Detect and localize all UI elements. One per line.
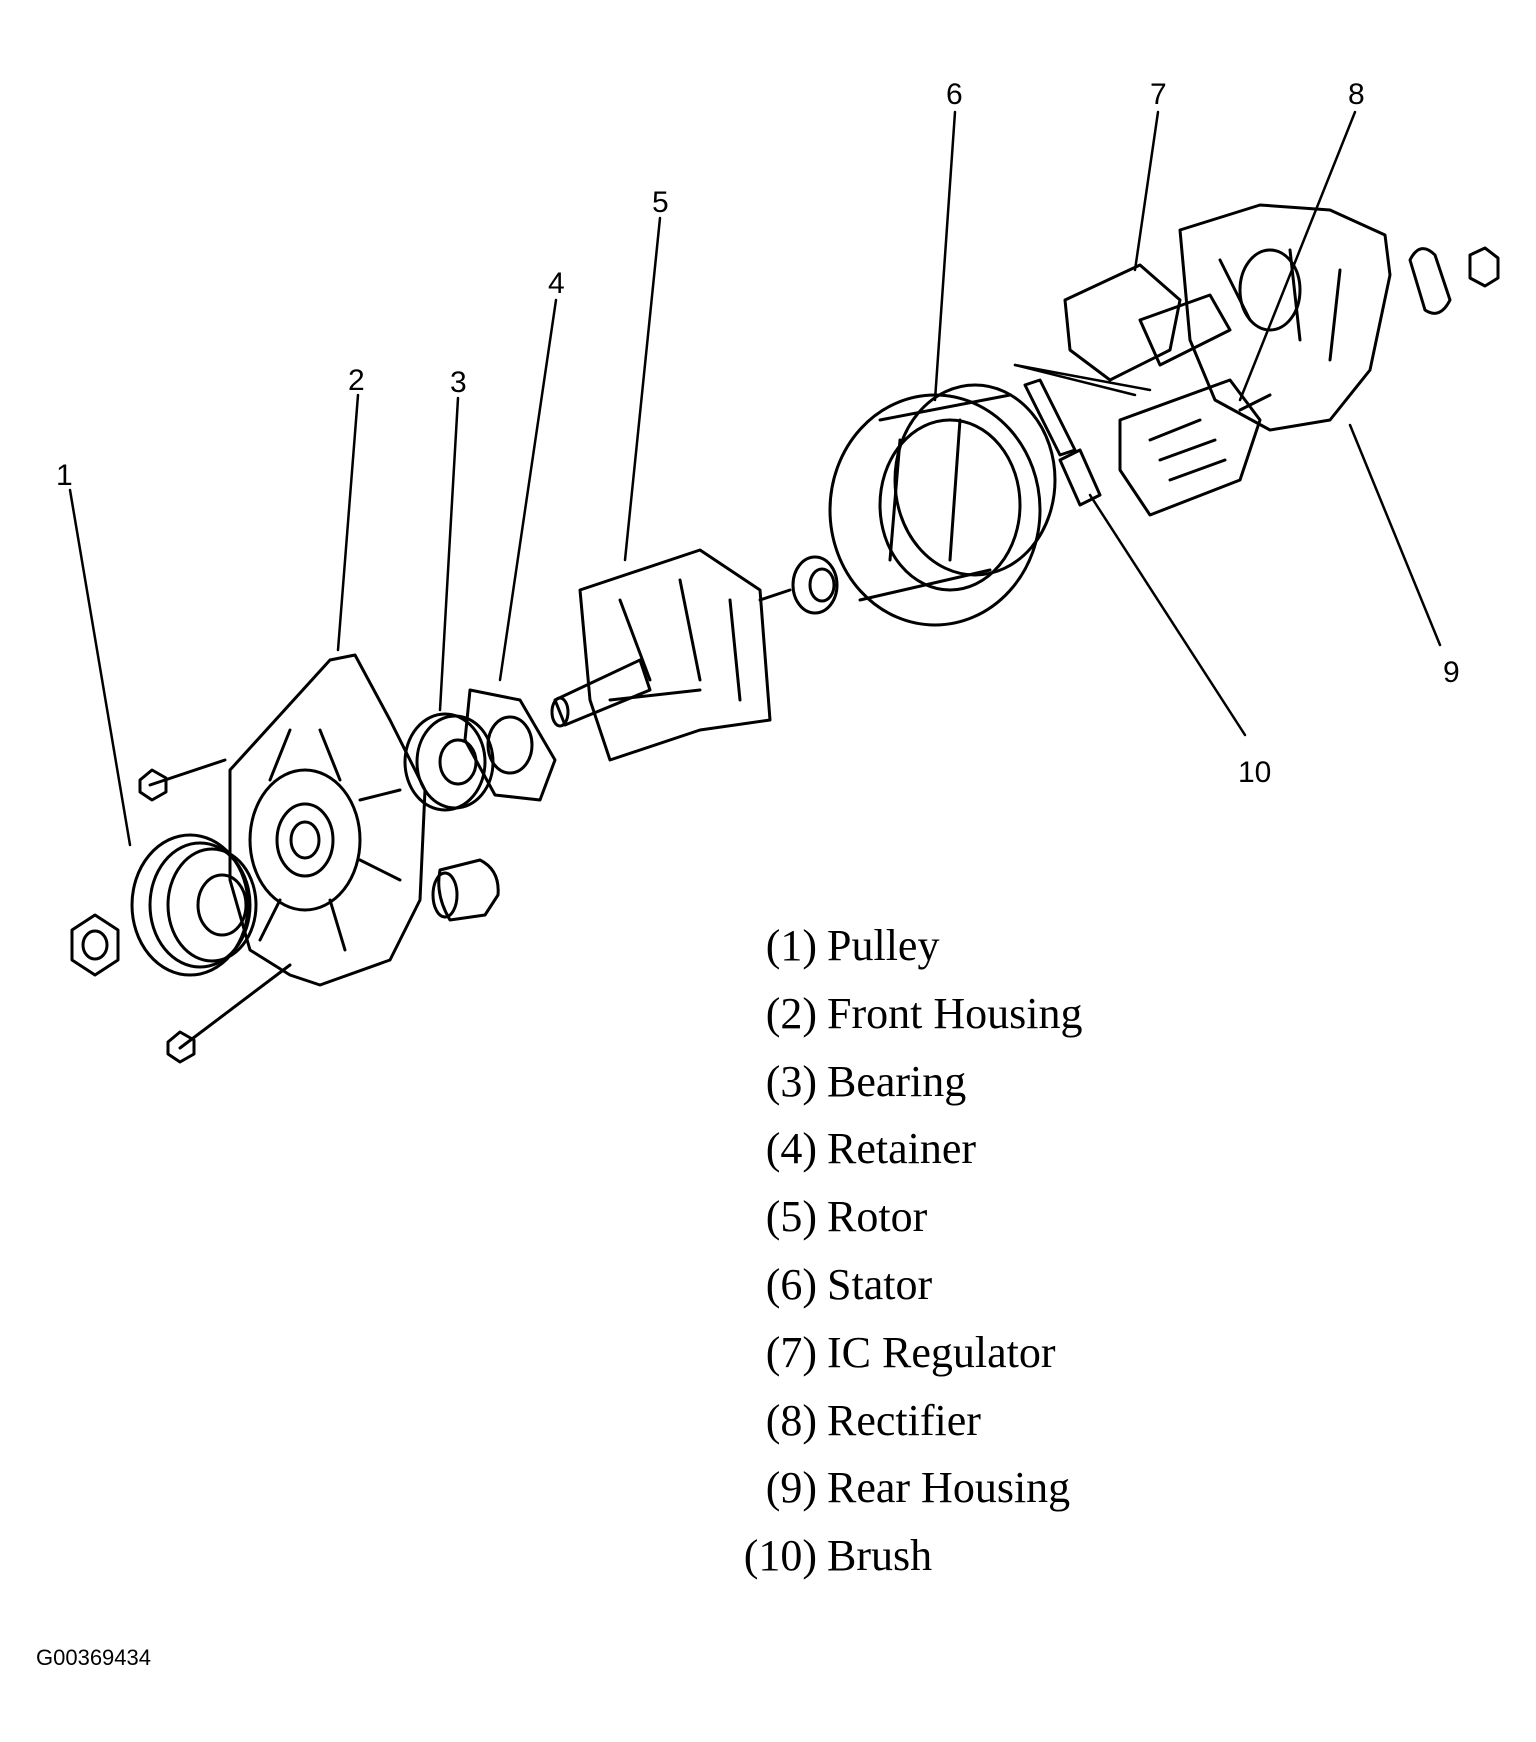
legend-number: (2) [765,988,817,1038]
stator-part [828,383,1057,627]
legend-number: (6) [765,1259,817,1309]
bearing-part [403,712,495,812]
legend-number: (4) [765,1124,817,1174]
leader-lines [68,110,1442,847]
callout-6: 6 [946,78,963,111]
legend-label: Front Housing [827,988,1083,1038]
callout-8: 8 [1348,78,1365,111]
legend-number: (5) [765,1192,817,1242]
legend-label: IC Regulator [827,1327,1056,1377]
callout-7: 7 [1150,78,1167,111]
callout-1: 1 [56,459,73,492]
legend-number: (1) [765,921,817,970]
pulley-part [70,833,258,977]
brush-part [1023,378,1102,507]
front-housing-part [138,653,500,1064]
legend-label: Stator [827,1259,933,1309]
legend-label: Retainer [827,1124,977,1174]
callout-9: 9 [1443,656,1460,689]
legend-number: (8) [765,1395,817,1445]
callout-10: 10 [1238,756,1271,789]
callout-3: 3 [450,366,467,399]
callout-5: 5 [652,186,669,219]
regulator-rectifier-part [1063,263,1272,517]
legend-number: (10) [743,1531,817,1581]
legend-label: Brush [827,1531,933,1581]
legend-label: Rectifier [827,1395,981,1445]
legend-label: Bearing [827,1056,967,1106]
callout-4: 4 [548,267,565,300]
legend-label: Rotor [827,1192,928,1242]
legend-label: Pulley [827,921,940,970]
legend-number: (3) [765,1056,817,1106]
callout-labels: 1 2 3 4 5 6 7 8 9 10 [56,78,1460,789]
legend-number: (7) [765,1327,817,1377]
rotor-part [550,548,839,762]
legend-number: (9) [765,1463,817,1513]
rear-housing-part [1178,203,1500,432]
retainer-part [463,688,557,802]
figure-id: G00369434 [36,1645,151,1670]
legend-label: Rear Housing [827,1463,1071,1513]
callout-2: 2 [348,364,365,397]
